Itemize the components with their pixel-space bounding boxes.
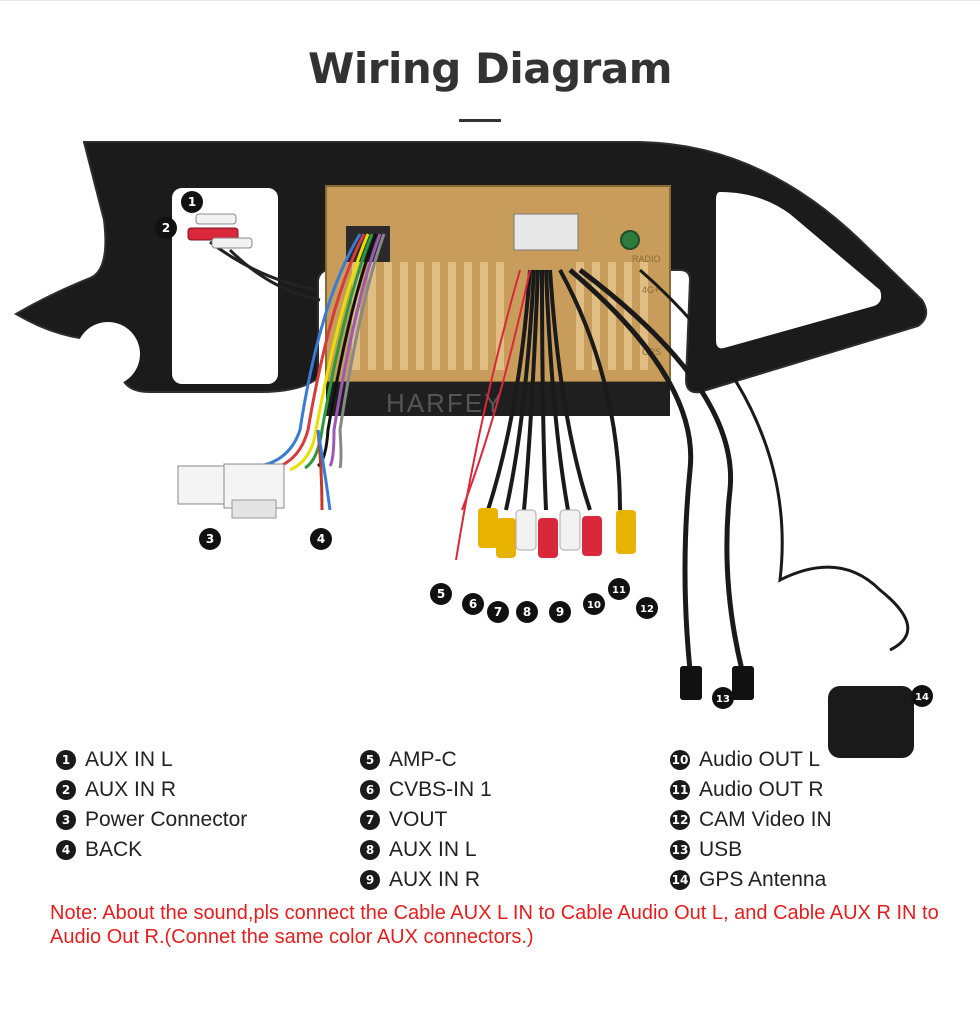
legend-number: 6 xyxy=(360,780,380,800)
legend-column-1: 1 AUX IN L 2 AUX IN R 3 Power Connector 4 BA… xyxy=(56,745,247,865)
legend-number: 4 xyxy=(56,840,76,860)
legend-number: 10 xyxy=(670,750,690,770)
legend-number: 8 xyxy=(360,840,380,860)
legend-label: VOUT xyxy=(389,808,448,831)
center-rca-plugs xyxy=(478,508,636,558)
sound-note: Note: About the sound,pls connect the Ca… xyxy=(50,902,939,948)
right-opening xyxy=(716,192,882,349)
legend-item: 2 AUX IN R xyxy=(56,775,247,805)
page-title: Wiring Diagram xyxy=(308,44,672,93)
marker-7: 7 xyxy=(494,605,502,619)
legend-label: CAM Video IN xyxy=(699,808,832,831)
radio-label: RADIO xyxy=(632,254,661,264)
legend-label: BACK xyxy=(85,838,143,861)
legend-label: AUX IN R xyxy=(85,778,177,801)
marker-8: 8 xyxy=(523,605,531,619)
legend-label: GPS Antenna xyxy=(699,868,827,891)
round-hole xyxy=(76,322,140,386)
legend-item: 1 AUX IN L xyxy=(56,745,247,775)
legend-label: Audio OUT R xyxy=(699,778,824,801)
legend-number: 7 xyxy=(360,810,380,830)
marker-9: 9 xyxy=(556,605,564,619)
legend-number: 5 xyxy=(360,750,380,770)
cam-wire xyxy=(558,269,622,511)
wiring-diagram-illustration: RADIO 4G+ GPS HARFEY xyxy=(14,141,933,758)
usb-cables xyxy=(568,268,745,671)
marker-5: 5 xyxy=(437,587,445,601)
legend-column-3: 10 Audio OUT L 11 Audio OUT R 12 CAM Video … xyxy=(670,745,832,895)
legend-number: 13 xyxy=(670,840,690,860)
legend-column-2: 5 AMP-C 6 CVBS-IN 1 7 VOUT 8 AUX IN L 9 AUX I… xyxy=(360,745,492,895)
legend-item: 9 AUX IN R xyxy=(360,865,492,895)
legend-label: USB xyxy=(699,838,743,861)
legend-label: AUX IN R xyxy=(389,868,481,891)
legend-label: AUX IN L xyxy=(85,748,173,771)
legend-label: Audio OUT L xyxy=(699,748,821,771)
marker-14: 14 xyxy=(915,692,929,703)
marker-2: 2 xyxy=(162,221,170,235)
legend-item: 8 AUX IN L xyxy=(360,835,492,865)
marker-4: 4 xyxy=(317,532,325,546)
legend-label: CVBS-IN 1 xyxy=(389,778,492,801)
4g-label: 4G+ xyxy=(642,285,659,295)
left-harness xyxy=(209,233,386,511)
legend-item: 12 CAM Video IN xyxy=(670,805,832,835)
gps-antenna-puck xyxy=(828,686,914,758)
legend-number: 12 xyxy=(670,810,690,830)
brand-watermark: HARFEY xyxy=(386,388,503,418)
radio-port xyxy=(620,230,640,250)
legend-item: 3 Power Connector xyxy=(56,805,247,835)
usb-plug-right xyxy=(732,666,754,700)
marker-10: 10 xyxy=(587,600,601,611)
legend-number: 14 xyxy=(670,870,690,890)
back-wire xyxy=(316,429,332,511)
title-underline xyxy=(459,119,501,122)
center-rca-wires xyxy=(461,269,592,511)
aux-in-rca-plugs xyxy=(187,213,253,249)
legend-number: 11 xyxy=(670,780,690,800)
gps-cable xyxy=(639,268,910,652)
marker-3: 3 xyxy=(206,532,214,546)
marker-6: 6 xyxy=(469,597,477,611)
legend-label: Power Connector xyxy=(85,808,248,831)
legend-item: 14 GPS Antenna xyxy=(670,865,832,895)
legend-item: 11 Audio OUT R xyxy=(670,775,832,805)
power-connector-plug xyxy=(177,463,285,519)
legend-label: AMP-C xyxy=(389,748,457,771)
top-divider xyxy=(0,0,980,1)
amp-c-wire xyxy=(455,269,521,561)
legend-item: 13 USB xyxy=(670,835,832,865)
marker-11: 11 xyxy=(612,585,626,596)
unit-connector-block xyxy=(513,213,579,251)
legend-number: 3 xyxy=(56,810,76,830)
marker-1: 1 xyxy=(188,195,196,209)
legend-item: 10 Audio OUT L xyxy=(670,745,832,775)
usb-plug-left xyxy=(680,666,702,700)
legend-label: AUX IN L xyxy=(389,838,477,861)
legend-number: 9 xyxy=(360,870,380,890)
diagram-markers: 1 2 3 4 5 6 7 8 9 10 11 12 13 14 xyxy=(155,191,933,709)
legend-item: 5 AMP-C xyxy=(360,745,492,775)
marker-12: 12 xyxy=(640,604,654,615)
legend-item: 6 CVBS-IN 1 xyxy=(360,775,492,805)
legend-item: 7 VOUT xyxy=(360,805,492,835)
legend-number: 1 xyxy=(56,750,76,770)
legend-number: 2 xyxy=(56,780,76,800)
marker-13: 13 xyxy=(716,694,730,705)
legend-item: 4 BACK xyxy=(56,835,247,865)
